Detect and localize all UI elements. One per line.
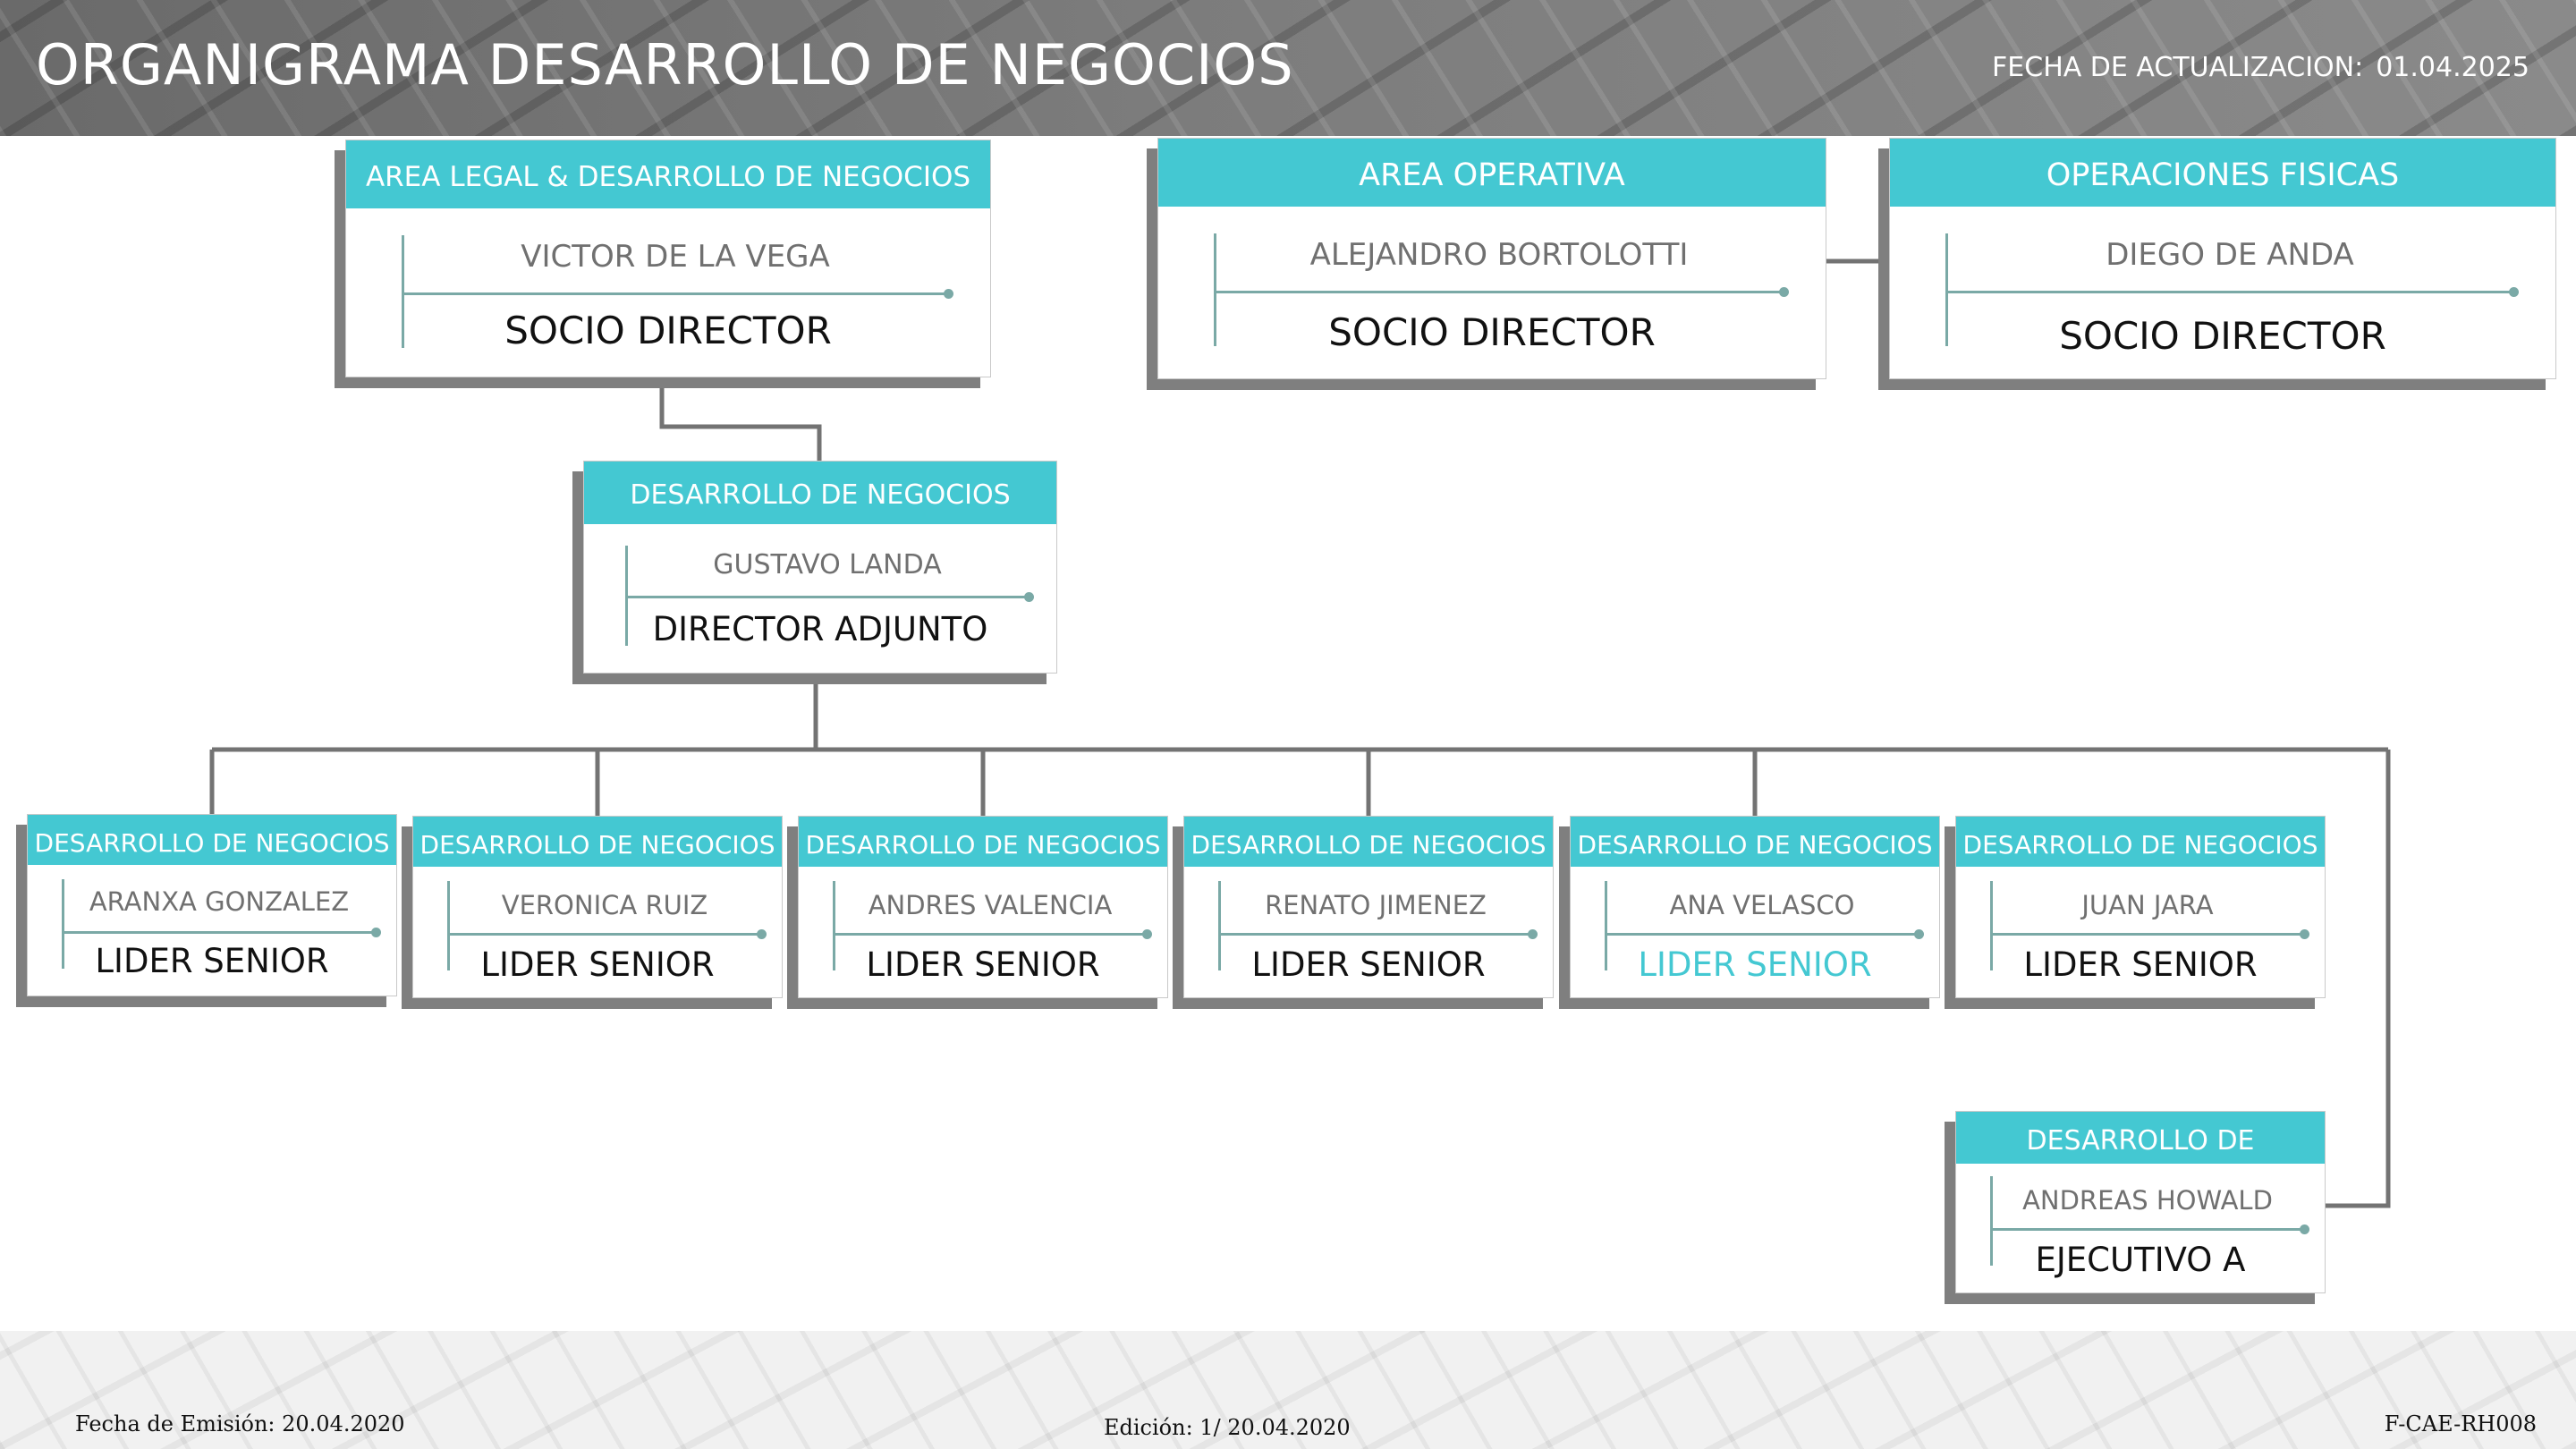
card-divider-horizontal: [1214, 287, 1789, 297]
card-divider-horizontal: [62, 928, 381, 937]
card-person-name: ARANXA GONZALEZ: [89, 886, 350, 917]
card-person-name: JUAN JARA: [2081, 890, 2214, 920]
org-card-leader: DESARROLLO DE NEGOCIOS ANDRES VALENCIA L…: [798, 816, 1168, 998]
card-role: LIDER SENIOR: [866, 945, 1100, 984]
card-divider-vertical: [447, 881, 450, 970]
update-date: FECHA DE ACTUALIZACION: 01.04.2025: [1992, 52, 2529, 83]
card-role: DIRECTOR ADJUNTO: [652, 610, 988, 648]
card-role: EJECUTIVO A: [2035, 1241, 2246, 1279]
card-role: LIDER SENIOR: [95, 942, 329, 980]
card-person-name: VICTOR DE LA VEGA: [521, 239, 830, 275]
card-area-header: DESARROLLO DE NEGOCIOS: [1571, 817, 1939, 867]
connector-executive: [2324, 750, 2391, 1208]
card-divider-horizontal: [625, 592, 1034, 602]
card-area-header: DESARROLLO DE NEGOCIOS: [1184, 817, 1553, 867]
card-divider-horizontal: [1990, 1224, 2309, 1234]
org-card-leader: DESARROLLO DE NEGOCIOS ANA VELASCO LIDER…: [1570, 816, 1940, 998]
card-divider-horizontal: [833, 929, 1152, 939]
org-card-director: DESARROLLO DE NEGOCIOS GUSTAVO LANDA DIR…: [583, 461, 1057, 674]
org-card-leader: DESARROLLO DE NEGOCIOS ARANXA GONZALEZ L…: [27, 814, 397, 996]
card-area-header: DESARROLLO DE NEGOCIOS: [413, 817, 782, 867]
connector-legal-to-director: [659, 379, 822, 461]
card-area-header: DESARROLLO DE: [1956, 1112, 2325, 1164]
card-divider-vertical: [833, 881, 835, 970]
card-divider-vertical: [1214, 233, 1216, 346]
emission-date: Fecha de Emisión: 20.04.2020: [75, 1411, 405, 1436]
card-person-name: VERONICA RUIZ: [501, 890, 708, 920]
page-title: ORGANIGRAMA DESARROLLO DE NEGOCIOS: [36, 32, 1294, 97]
footer-band: Fecha de Emisión: 20.04.2020 Edición: 1/…: [0, 1331, 2576, 1449]
card-divider-vertical: [1605, 881, 1607, 970]
card-person-name: RENATO JIMENEZ: [1265, 890, 1487, 920]
card-divider-vertical: [1990, 881, 1993, 970]
card-area-header: OPERACIONES FISICAS: [1890, 139, 2555, 207]
card-role: SOCIO DIRECTOR: [504, 309, 832, 352]
card-area-header: DESARROLLO DE NEGOCIOS: [1956, 817, 2325, 867]
card-role: LIDER SENIOR: [1251, 945, 1486, 984]
card-divider-horizontal: [1605, 929, 1924, 939]
card-role: LIDER SENIOR: [480, 945, 715, 984]
card-role-highlighted: LIDER SENIOR: [1638, 945, 1872, 984]
card-area-header: AREA LEGAL & DESARROLLO DE NEGOCIOS: [346, 140, 990, 208]
card-divider-vertical: [1945, 233, 1948, 346]
header-banner: ORGANIGRAMA DESARROLLO DE NEGOCIOS FECHA…: [0, 0, 2576, 136]
card-divider-vertical: [62, 879, 64, 969]
card-area-header: DESARROLLO DE NEGOCIOS: [584, 462, 1056, 524]
card-divider-vertical: [1218, 881, 1221, 970]
org-card-fisicas: OPERACIONES FISICAS DIEGO DE ANDA SOCIO …: [1889, 138, 2556, 379]
org-card-operativa: AREA OPERATIVA ALEJANDRO BORTOLOTTI SOCI…: [1157, 138, 1826, 379]
card-person-name: GUSTAVO LANDA: [713, 549, 942, 580]
card-divider-horizontal: [1218, 929, 1538, 939]
org-card-legal: AREA LEGAL & DESARROLLO DE NEGOCIOS VICT…: [345, 140, 991, 377]
org-card-leader: DESARROLLO DE NEGOCIOS VERONICA RUIZ LID…: [412, 816, 783, 998]
card-role: SOCIO DIRECTOR: [2059, 314, 2386, 358]
card-divider-horizontal: [1990, 929, 2309, 939]
card-role: LIDER SENIOR: [2023, 945, 2258, 984]
org-card-leader: DESARROLLO DE NEGOCIOS JUAN JARA LIDER S…: [1955, 816, 2326, 998]
update-date-value: 01.04.2025: [2376, 52, 2529, 83]
card-person-name: ANA VELASCO: [1669, 890, 1855, 920]
card-person-name: ALEJANDRO BORTOLOTTI: [1309, 237, 1689, 273]
document-code: F-CAE-RH008: [2384, 1411, 2537, 1436]
card-divider-horizontal: [1945, 287, 2519, 297]
card-person-name: ANDRES VALENCIA: [868, 890, 1113, 920]
card-person-name: ANDREAS HOWALD: [2022, 1185, 2273, 1216]
card-area-header: AREA OPERATIVA: [1158, 139, 1826, 207]
card-role: SOCIO DIRECTOR: [1328, 310, 1656, 354]
edition-info: Edición: 1/ 20.04.2020: [1104, 1415, 1351, 1440]
card-area-header: DESARROLLO DE NEGOCIOS: [28, 815, 396, 865]
card-divider-horizontal: [402, 289, 953, 299]
card-divider-horizontal: [447, 929, 767, 939]
card-person-name: DIEGO DE ANDA: [2106, 237, 2354, 273]
update-date-label: FECHA DE ACTUALIZACION:: [1992, 52, 2364, 83]
card-divider-vertical: [402, 235, 404, 348]
org-card-leader: DESARROLLO DE NEGOCIOS RENATO JIMENEZ LI…: [1183, 816, 1554, 998]
card-divider-vertical: [1990, 1176, 1993, 1266]
card-area-header: DESARROLLO DE NEGOCIOS: [799, 817, 1167, 867]
org-card-executive: DESARROLLO DE ANDREAS HOWALD EJECUTIVO A: [1955, 1111, 2326, 1293]
